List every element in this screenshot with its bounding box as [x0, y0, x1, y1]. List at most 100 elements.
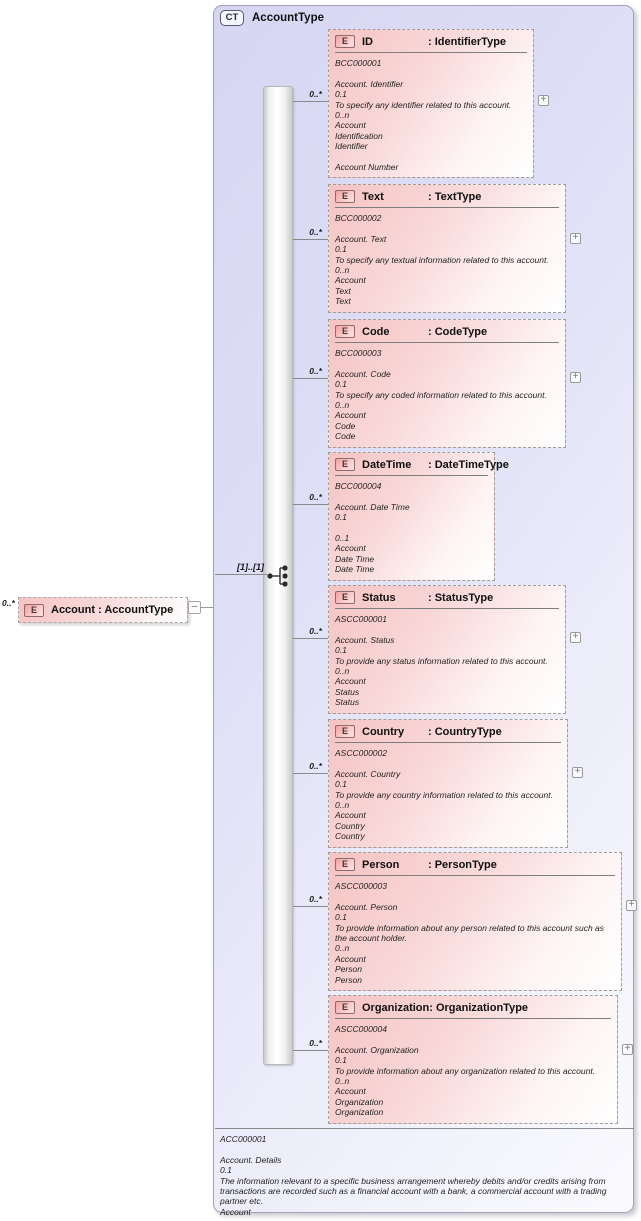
annotation-line: BCC000002 [335, 213, 382, 223]
root-element-box[interactable]: E Account : AccountType [18, 597, 188, 623]
annotation-line: Account [335, 676, 366, 687]
element-type: : DateTimeType [428, 458, 509, 471]
complex-type-box: CT AccountType [1]..[1] 0..* E ID : Iden… [213, 5, 637, 1217]
annotation-line: Account. Code [335, 368, 391, 379]
annotation-line: To provide information about any person … [335, 922, 605, 944]
element-header: E Text : TextType [329, 185, 565, 206]
annotation-line: 0..n [335, 666, 350, 677]
annotation-line: 0.1 [220, 1165, 232, 1176]
collapse-icon[interactable]: − [188, 601, 201, 614]
element-cardinality-label: 0..* [309, 894, 322, 904]
element-type: : PersonType [428, 858, 497, 871]
annotation-line: 0.1 [335, 244, 347, 255]
sequence-connector-line [215, 574, 267, 575]
expand-icon[interactable]: + [570, 372, 581, 383]
annotation-line: Country [335, 820, 365, 831]
footer-separator [215, 1128, 634, 1129]
element-separator [335, 342, 559, 343]
annotation-line: ASCC000002 [335, 748, 387, 758]
element-cardinality-label: 0..* [309, 366, 322, 376]
expand-icon[interactable]: + [626, 900, 637, 911]
element-box-organization[interactable]: E Organization : OrganizationType ASCC00… [328, 995, 618, 1124]
element-type: : CountryType [428, 725, 502, 738]
element-header: E ID : IdentifierType [329, 30, 533, 51]
annotation-line: Account Number [335, 162, 399, 173]
annotation-line: Text [335, 285, 351, 296]
annotation-line: 0..n [335, 943, 350, 954]
element-connector-line [293, 504, 328, 505]
annotation-line [335, 624, 561, 634]
annotation-line: Code [335, 431, 356, 442]
annotation-line: Country [335, 831, 365, 842]
element-separator [335, 52, 527, 53]
annotation-line: Organization [335, 1107, 384, 1118]
annotation-line: 0.1 [335, 89, 347, 100]
element-header: E Country : CountryType [329, 720, 567, 741]
annotation-line: 0.1 [335, 645, 347, 656]
annotation-line: Account. Country [335, 768, 401, 779]
annotation-line: The information relevant to a specific b… [220, 1175, 607, 1207]
annotation-line: Account [335, 1086, 366, 1097]
element-separator [335, 207, 559, 208]
annotation-line: 0..n [335, 265, 350, 276]
element-type: : IdentifierType [428, 35, 507, 48]
expand-icon[interactable]: + [622, 1044, 633, 1055]
element-name: Status [362, 591, 396, 604]
element-name: Person [362, 858, 400, 871]
expand-icon[interactable]: + [572, 767, 583, 778]
annotation-line: Status [335, 686, 360, 697]
element-separator [335, 1018, 611, 1019]
element-header: E Status : StatusType [329, 586, 565, 607]
annotation-line: Date Time [335, 553, 375, 564]
complex-type-header: CT AccountType [220, 10, 324, 26]
element-cardinality-label: 0..* [309, 1038, 322, 1048]
annotation-line: Account. Status [335, 634, 395, 645]
annotation-line: Identification [335, 130, 383, 141]
annotation-line: 0.1 [335, 1055, 347, 1066]
expand-icon[interactable]: + [538, 95, 549, 106]
root-cardinality-label: 0..* [2, 598, 15, 608]
sequence-cardinality-label: [1]..[1] [237, 562, 264, 572]
complex-type-title: AccountType [252, 12, 324, 24]
annotation-line: Code [335, 420, 356, 431]
annotation-line: Account [335, 120, 366, 131]
annotation-line: To specify any textual information relat… [335, 254, 549, 265]
element-type: : CodeType [428, 325, 488, 338]
annotation-line: To provide any status information relate… [335, 655, 548, 666]
expand-icon[interactable]: + [570, 632, 581, 643]
element-icon: E [335, 190, 355, 203]
element-separator [335, 742, 561, 743]
element-header: E DateTime : DateTimeType [329, 453, 509, 474]
expand-icon[interactable]: + [570, 233, 581, 244]
annotation-line: Identifier [335, 141, 368, 152]
annotation-line: Status [335, 697, 360, 708]
element-cardinality-label: 0..* [309, 89, 322, 99]
element-icon: E [335, 458, 355, 471]
annotation-line: To specify any identifier related to thi… [335, 99, 512, 110]
annotation-line: To provide information about any organiz… [335, 1065, 596, 1076]
element-separator [335, 608, 559, 609]
annotation-line: BCC000003 [335, 348, 382, 358]
element-icon: E [335, 35, 355, 48]
annotation-line: Account. Details [220, 1154, 282, 1165]
element-icon: E [335, 325, 355, 338]
root-element-label: Account : AccountType [51, 604, 174, 616]
element-name: ID [362, 35, 373, 48]
annotation-line: 0..n [335, 1076, 350, 1087]
annotation-line [335, 68, 529, 78]
element-name: Code [362, 325, 390, 338]
annotation-line [335, 152, 529, 162]
annotation-line: 0.1 [335, 912, 347, 923]
